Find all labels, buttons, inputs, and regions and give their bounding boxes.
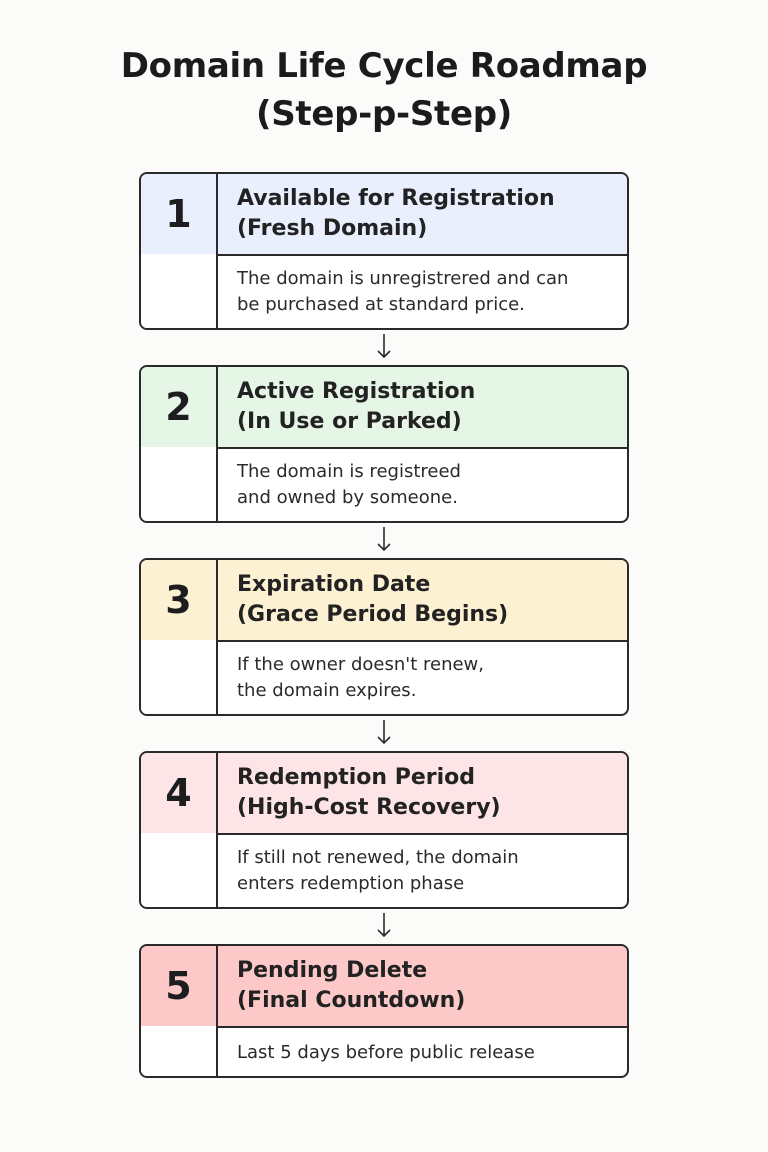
step-number-3: 3: [141, 560, 218, 642]
step-card-3: 3 Expiration Date (Grace Period Begins) …: [139, 558, 629, 716]
down-arrow-icon: [377, 720, 391, 745]
step-title-4-line1: Redemption Period: [237, 765, 475, 790]
step-description-3-line2: the domain expires.: [237, 680, 417, 701]
step-description-4-line2: enters redemption phase: [237, 873, 465, 894]
step-body-left-5: [141, 1026, 218, 1076]
step-description-1: The domain is unregistrered and can be p…: [237, 266, 568, 318]
step-title-5-line2: (Final Countdown): [237, 988, 466, 1013]
step-title-3-line2: (Grace Period Begins): [237, 602, 509, 627]
page-subtitle: (Step-p-Step): [255, 94, 512, 134]
step-body-left-4: [141, 833, 218, 907]
down-arrow-icon: [377, 527, 391, 552]
step-title-4-line2: (High-Cost Recovery): [237, 795, 501, 820]
page-title: Domain Life Cycle Roadmap: [120, 46, 648, 86]
step-card-5: 5 Pending Delete (Final Countdown) Last …: [139, 944, 629, 1078]
step-description-2-line1: The domain is registreed: [237, 461, 461, 482]
step-header-1: [141, 174, 627, 256]
step-header-3: [141, 560, 627, 642]
step-number-2: 2: [141, 367, 218, 449]
step-description-3: If the owner doesn't renew, the domain e…: [237, 652, 484, 704]
step-title-1-line2: (Fresh Domain): [237, 216, 428, 241]
step-title-1: Available for Registration (Fresh Domain…: [237, 184, 555, 244]
step-description-2: The domain is registreed and owned by so…: [237, 459, 461, 511]
step-number-5: 5: [141, 946, 218, 1028]
step-description-3-line1: If the owner doesn't renew,: [237, 654, 484, 675]
step-title-3: Expiration Date (Grace Period Begins): [237, 570, 508, 630]
step-body-left-3: [141, 640, 218, 714]
step-header-2: [141, 367, 627, 449]
step-description-1-line2: be purchased at standard price.: [237, 294, 525, 315]
step-description-4: If still not renewed, the domain enters …: [237, 845, 519, 897]
step-title-5: Pending Delete (Final Countdown): [237, 956, 465, 1016]
step-body-left-1: [141, 254, 218, 328]
step-card-2: 2 Active Registration (In Use or Parked)…: [139, 365, 629, 523]
step-header-5: [141, 946, 627, 1028]
step-title-5-line1: Pending Delete: [237, 958, 428, 983]
step-description-4-line1: If still not renewed, the domain: [237, 847, 519, 868]
step-title-1-line1: Available for Registration: [237, 186, 555, 211]
step-description-5-line1: Last 5 days before public release: [237, 1042, 535, 1063]
step-description-2-line2: and owned by someone.: [237, 487, 458, 508]
step-number-4: 4: [141, 753, 218, 835]
step-number-1: 1: [141, 174, 218, 256]
step-description-1-line1: The domain is unregistrered and can: [237, 268, 569, 289]
step-title-2-line1: Active Registration: [237, 379, 476, 404]
step-title-2-line2: (In Use or Parked): [237, 409, 462, 434]
step-header-4: [141, 753, 627, 835]
step-body-left-2: [141, 447, 218, 521]
down-arrow-icon: [377, 334, 391, 359]
step-title-4: Redemption Period (High-Cost Recovery): [237, 763, 501, 823]
step-title-2: Active Registration (In Use or Parked): [237, 377, 475, 437]
step-card-4: 4 Redemption Period (High-Cost Recovery)…: [139, 751, 629, 909]
down-arrow-icon: [377, 913, 391, 938]
step-card-1: 1 Available for Registration (Fresh Doma…: [139, 172, 629, 330]
step-title-3-line1: Expiration Date: [237, 572, 431, 597]
step-description-5: Last 5 days before public release: [237, 1040, 535, 1066]
